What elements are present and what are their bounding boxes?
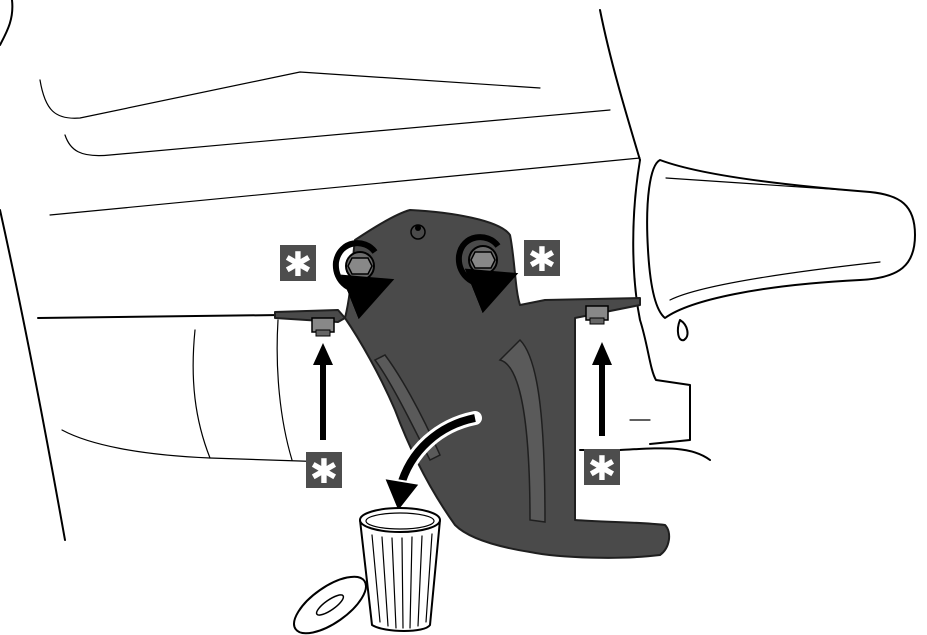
svg-text:✱: ✱ xyxy=(588,449,617,489)
nut-lower-right xyxy=(586,306,608,324)
nut-lower-left xyxy=(312,318,334,336)
marker-upper-right: ✱ xyxy=(524,240,560,280)
arrow-up-icon xyxy=(592,342,612,436)
bolt-left xyxy=(346,252,374,280)
arrow-up-icon xyxy=(313,343,333,440)
svg-text:✱: ✱ xyxy=(528,240,557,280)
marker-lower-right: ✱ xyxy=(584,449,620,489)
svg-text:✱: ✱ xyxy=(310,452,339,492)
side-mirror xyxy=(647,160,915,340)
marker-lower-left: ✱ xyxy=(306,452,342,492)
marker-upper-left: ✱ xyxy=(280,245,316,285)
svg-text:✱: ✱ xyxy=(284,245,313,285)
bolt-right xyxy=(469,246,497,274)
trash-bin-icon xyxy=(285,508,440,635)
